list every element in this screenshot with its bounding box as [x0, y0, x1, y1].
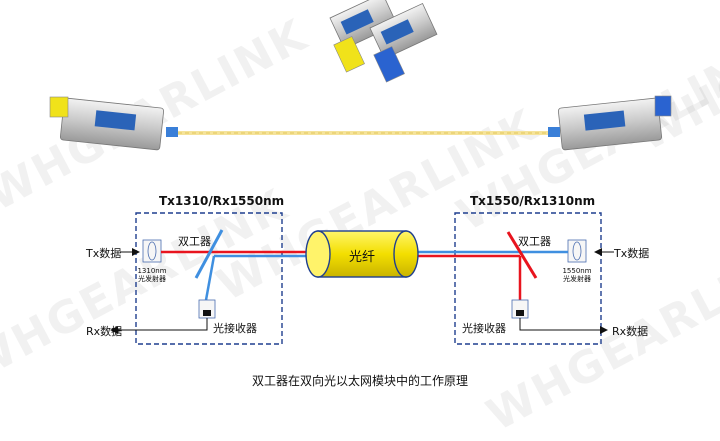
- left-transceiver-box: [135, 212, 283, 345]
- diagram-caption: 双工器在双向光以太网模块中的工作原理: [251, 374, 468, 388]
- fiber-label: 光纤: [349, 250, 376, 265]
- right-laser-lens: [567, 239, 587, 263]
- fiber-cylinder: [305, 230, 419, 278]
- rx-output-arrow-left: [110, 318, 208, 334]
- right-transceiver-box: [454, 212, 602, 345]
- rx-output-arrow-right: [519, 318, 608, 334]
- left-receiver: [198, 299, 216, 319]
- sfp-module-left: [49, 96, 178, 151]
- left-laser-lens: [142, 239, 162, 263]
- diagram-canvas: [49, 0, 672, 345]
- right-receiver-label: 光接收器: [462, 322, 506, 335]
- left-receiver-label: 光接收器: [213, 322, 257, 335]
- sfp-module-right: [548, 95, 672, 151]
- right-receiver: [511, 299, 529, 319]
- right-laser-name: 光发射器: [563, 275, 591, 283]
- right-rx-label: Rx数据: [612, 325, 649, 338]
- left-tx-label: Tx数据: [86, 247, 122, 260]
- left-duplexer-label: 双工器: [178, 235, 211, 248]
- right-duplexer-mirror: [506, 231, 538, 279]
- left-box-title: Tx1310/Rx1550nm: [159, 194, 285, 208]
- sfp-module-pair-top: [329, 0, 438, 83]
- right-laser-caption: 1550nm 光发射器: [561, 267, 593, 283]
- left-laser-caption: 1310nm 光发射器: [136, 267, 168, 283]
- left-rx-label: Rx数据: [86, 325, 123, 338]
- left-duplexer-mirror: [194, 229, 224, 279]
- right-laser-wavelength: 1550nm: [562, 267, 592, 275]
- left-laser-wavelength: 1310nm: [137, 267, 167, 275]
- right-duplexer-label: 双工器: [518, 235, 551, 248]
- right-tx-label: Tx数据: [614, 247, 650, 260]
- right-box-title: Tx1550/Rx1310nm: [470, 194, 596, 208]
- left-laser-name: 光发射器: [138, 275, 166, 283]
